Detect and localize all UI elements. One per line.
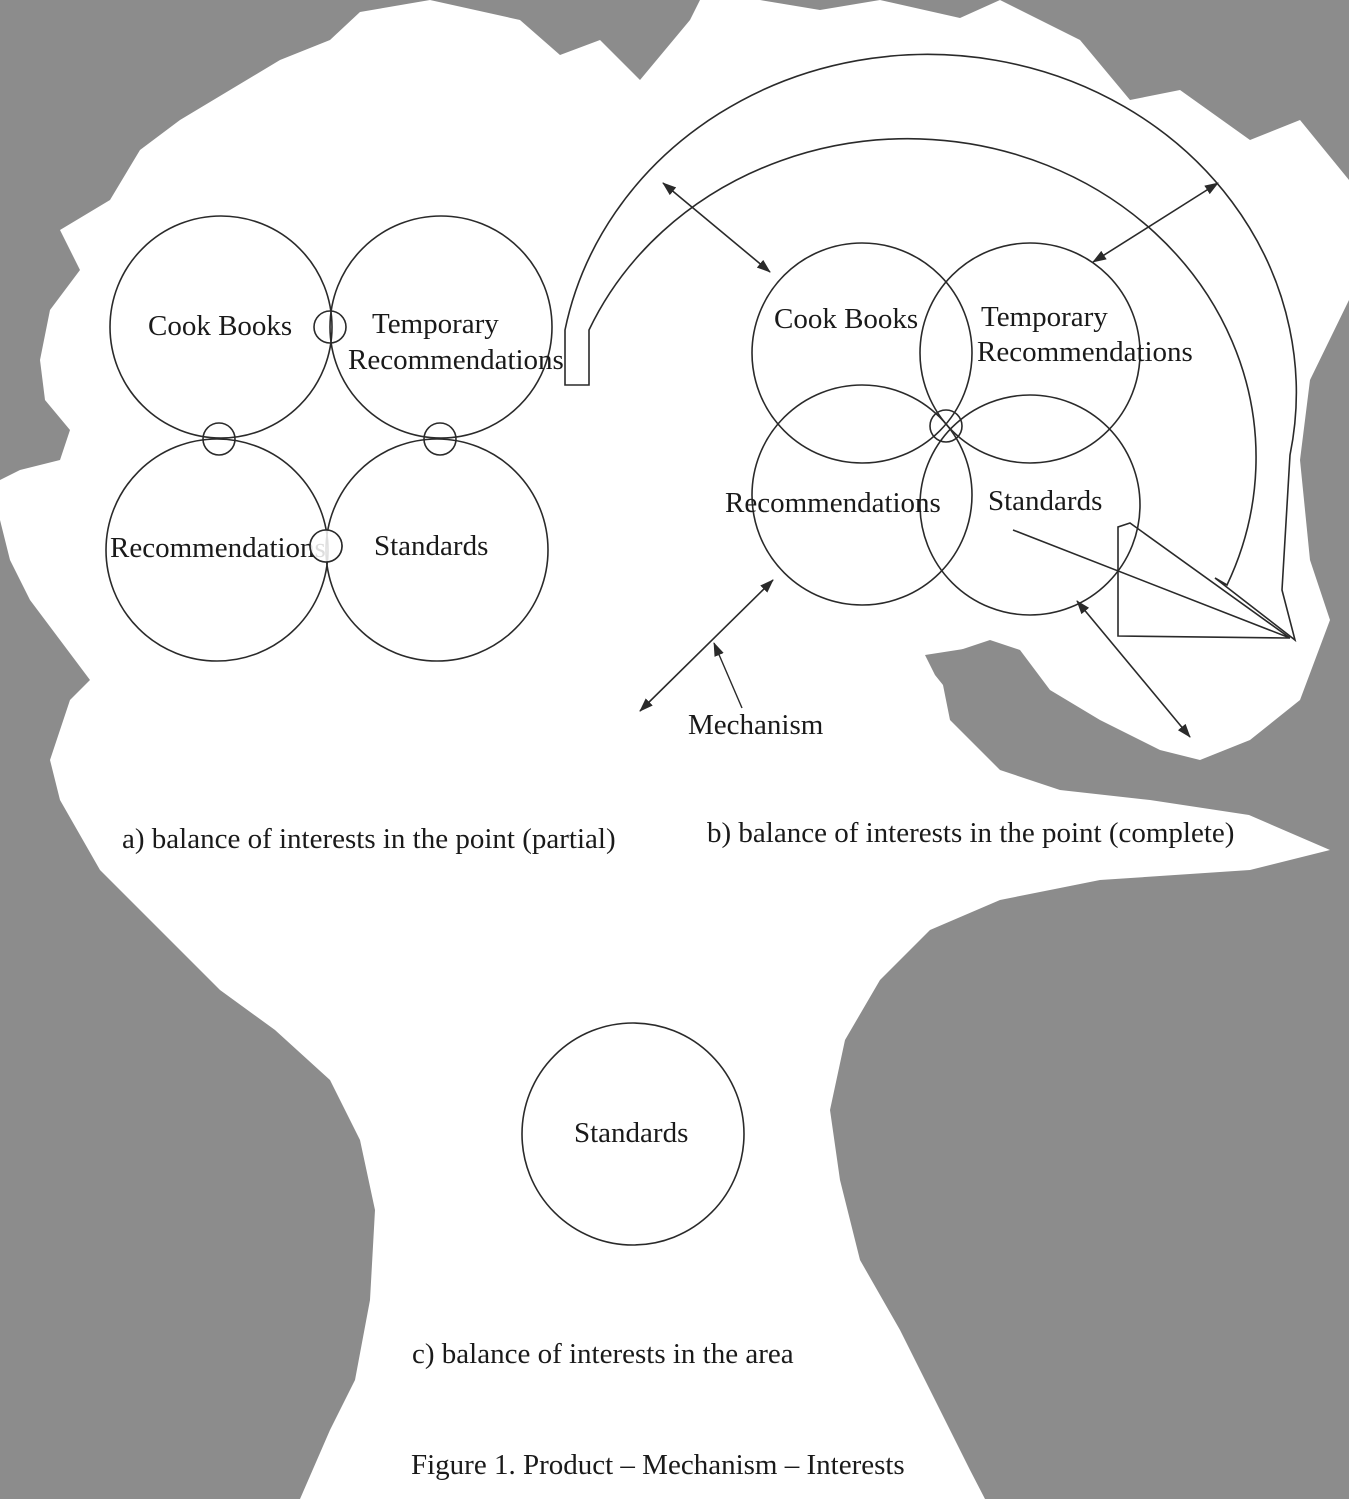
balance-point-a-2: [202, 422, 236, 456]
mechanism-band-arrow: [564, 53, 1298, 643]
label-standards-c: Standards: [574, 1117, 688, 1149]
caption-c: c) balance of interests in the area: [412, 1338, 794, 1370]
arrow-band-to-temporary: [1092, 182, 1219, 263]
label-cook-books-b: Cook Books: [774, 303, 918, 335]
label-temporary-b: Temporary: [981, 301, 1108, 333]
circle-temporary-recommendations-a: [329, 215, 553, 439]
triangle-pointer: [1012, 522, 1291, 639]
label-mechanism: Mechanism: [688, 709, 824, 741]
arrow-band-to-cook-books: [662, 182, 771, 273]
label-cook-books-a: Cook Books: [148, 310, 292, 342]
circle-standards-b: [919, 394, 1141, 616]
arrow-recommendations-outward: [639, 579, 774, 712]
arrow-mechanism-pointer: [713, 642, 743, 709]
caption-a: a) balance of interests in the point (pa…: [122, 823, 616, 855]
diagram-c: Standards: [521, 1022, 745, 1246]
diagram-b: Cook Books Temporary Recommendations Rec…: [564, 53, 1298, 741]
circle-cook-books-b: [751, 242, 973, 464]
balance-point-a-1: [313, 310, 347, 344]
diagram-a: Cook Books Temporary Recommendations Rec…: [105, 215, 564, 662]
label-standards-a: Standards: [374, 530, 488, 562]
circle-cook-books-a: [109, 215, 333, 439]
balance-point-b: [929, 409, 963, 443]
figure-title: Figure 1. Product – Mechanism – Interest…: [411, 1449, 905, 1481]
torn-paper-island: [925, 648, 1190, 770]
label-temporary-a: Temporary: [372, 308, 499, 340]
circle-recommendations-b: [751, 384, 973, 606]
arrow-standards-outward: [1076, 600, 1191, 738]
balance-point-a-3: [423, 422, 457, 456]
label-temporary-recommendations-a: Recommendations: [348, 344, 564, 376]
label-standards-b: Standards: [988, 485, 1102, 517]
label-temporary-recommendations-b: Recommendations: [977, 336, 1193, 368]
circle-temporary-recommendations-b: [919, 242, 1141, 464]
balance-point-a-4-overlay: [309, 529, 343, 563]
circle-standards-c: [521, 1022, 745, 1246]
label-recommendations-b: Recommendations: [725, 487, 941, 519]
caption-b: b) balance of interests in the point (co…: [707, 817, 1234, 849]
label-recommendations-a: Recommendations: [110, 532, 326, 564]
